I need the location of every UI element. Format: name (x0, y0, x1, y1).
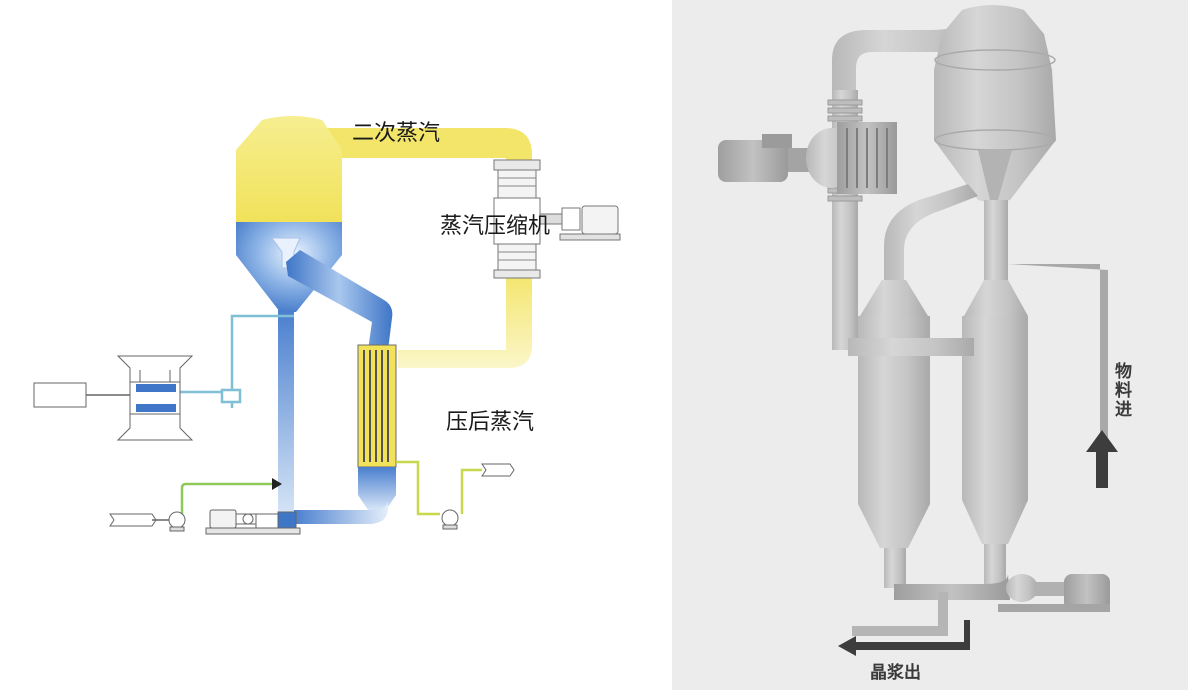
separator-3d (934, 5, 1056, 204)
discharge-green-line (396, 460, 482, 516)
compressor-3d (718, 122, 897, 194)
downcomer-pipe (278, 310, 294, 518)
schematic-drawing (33, 116, 621, 535)
feed-arrow (1086, 430, 1118, 488)
label-slurry-out: 晶浆出 (870, 663, 921, 683)
evaporator-3d-rendering: 物料进 晶浆出 (672, 0, 1188, 690)
compressed-steam-duct (398, 270, 532, 368)
secondary-steam-duct (320, 128, 532, 190)
discharge-pump (441, 463, 515, 530)
separator-top (236, 116, 342, 222)
label-secondary-steam: 二次蒸汽 (352, 121, 441, 146)
centrifuge-motor (33, 382, 87, 408)
right-downleg (984, 200, 1008, 280)
vapor-compressor-unit (493, 159, 621, 279)
right-heater-top (964, 280, 1028, 316)
feed-green-line (180, 482, 280, 516)
outlet-arrow (838, 620, 970, 656)
bottom-loop (894, 574, 1010, 600)
label-vapor-compressor: 蒸汽压缩机 (440, 214, 551, 239)
rendering-drawing (718, 5, 1118, 656)
heat-exchanger-bottom (358, 467, 396, 510)
circulation-pump (205, 509, 301, 535)
left-heater-top (860, 280, 928, 316)
feed-pump (109, 511, 186, 532)
bottom-return-pipe (294, 500, 388, 524)
circulation-pipe (286, 250, 393, 350)
label-material-in: 物料进 (1111, 362, 1131, 419)
circulation-pump-3d (998, 574, 1110, 612)
outlet-pipe (852, 592, 948, 636)
crossover-pipe (884, 184, 978, 280)
label-compressed-steam: 压后蒸汽 (446, 410, 535, 435)
cyan-line (220, 314, 294, 408)
mvr-schematic: 二次蒸汽 蒸汽压缩机 压后蒸汽 (33, 116, 621, 535)
right-heater-bottom (962, 500, 1028, 544)
centrifuge (116, 355, 194, 441)
left-heater-bottom (858, 504, 930, 548)
